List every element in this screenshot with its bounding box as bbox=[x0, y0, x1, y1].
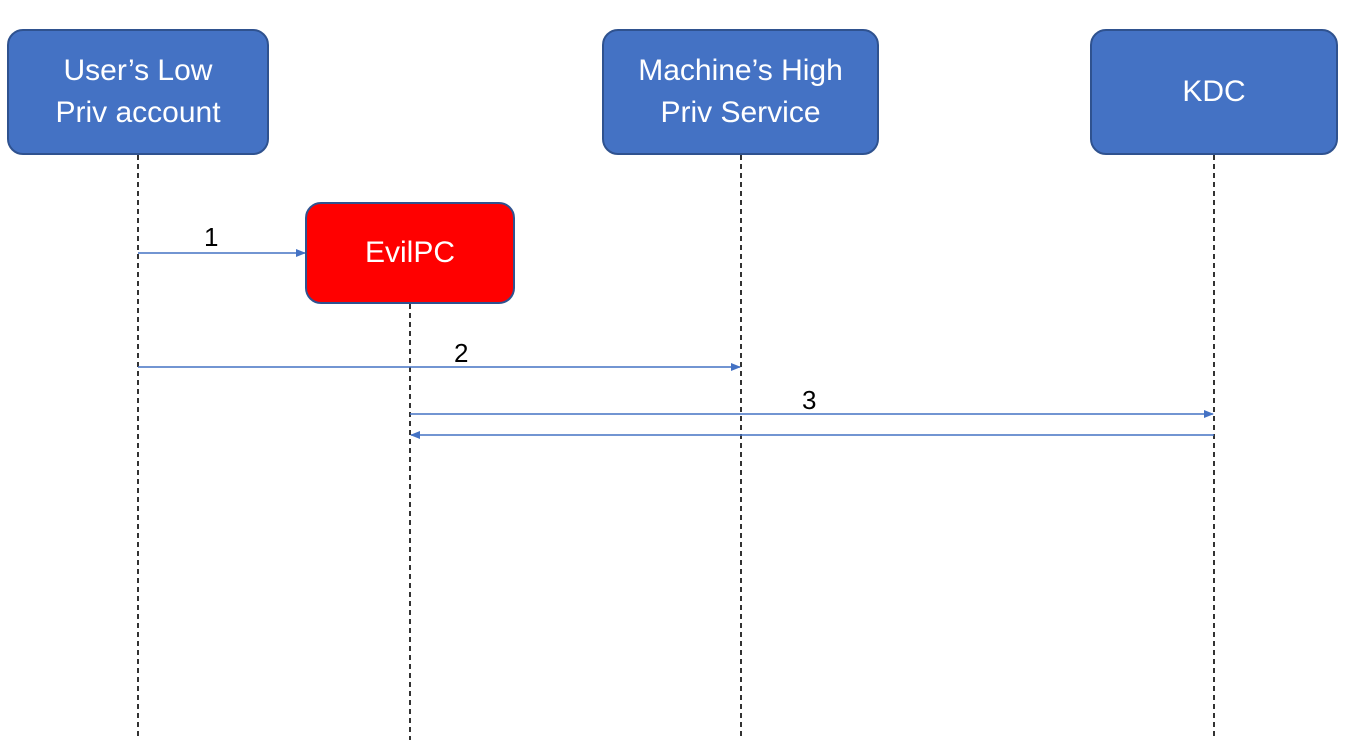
participant-machine-label: Machine’s High Priv Service bbox=[638, 54, 843, 129]
message-1-label: 1 bbox=[204, 222, 219, 252]
participant-kdc-label: KDC bbox=[1182, 75, 1246, 108]
participant-evilpc-box: EvilPC bbox=[305, 202, 515, 304]
message-3-label: 3 bbox=[802, 385, 817, 415]
participant-user-box: User’s Low Priv account bbox=[7, 29, 269, 155]
participant-evilpc-label: EvilPC bbox=[364, 236, 455, 269]
participant-kdc-box: KDC bbox=[1090, 29, 1338, 155]
message-2-label: 2 bbox=[454, 338, 469, 368]
participant-user-label: User’s Low Priv account bbox=[55, 54, 221, 129]
participant-machine-box: Machine’s High Priv Service bbox=[602, 29, 879, 155]
